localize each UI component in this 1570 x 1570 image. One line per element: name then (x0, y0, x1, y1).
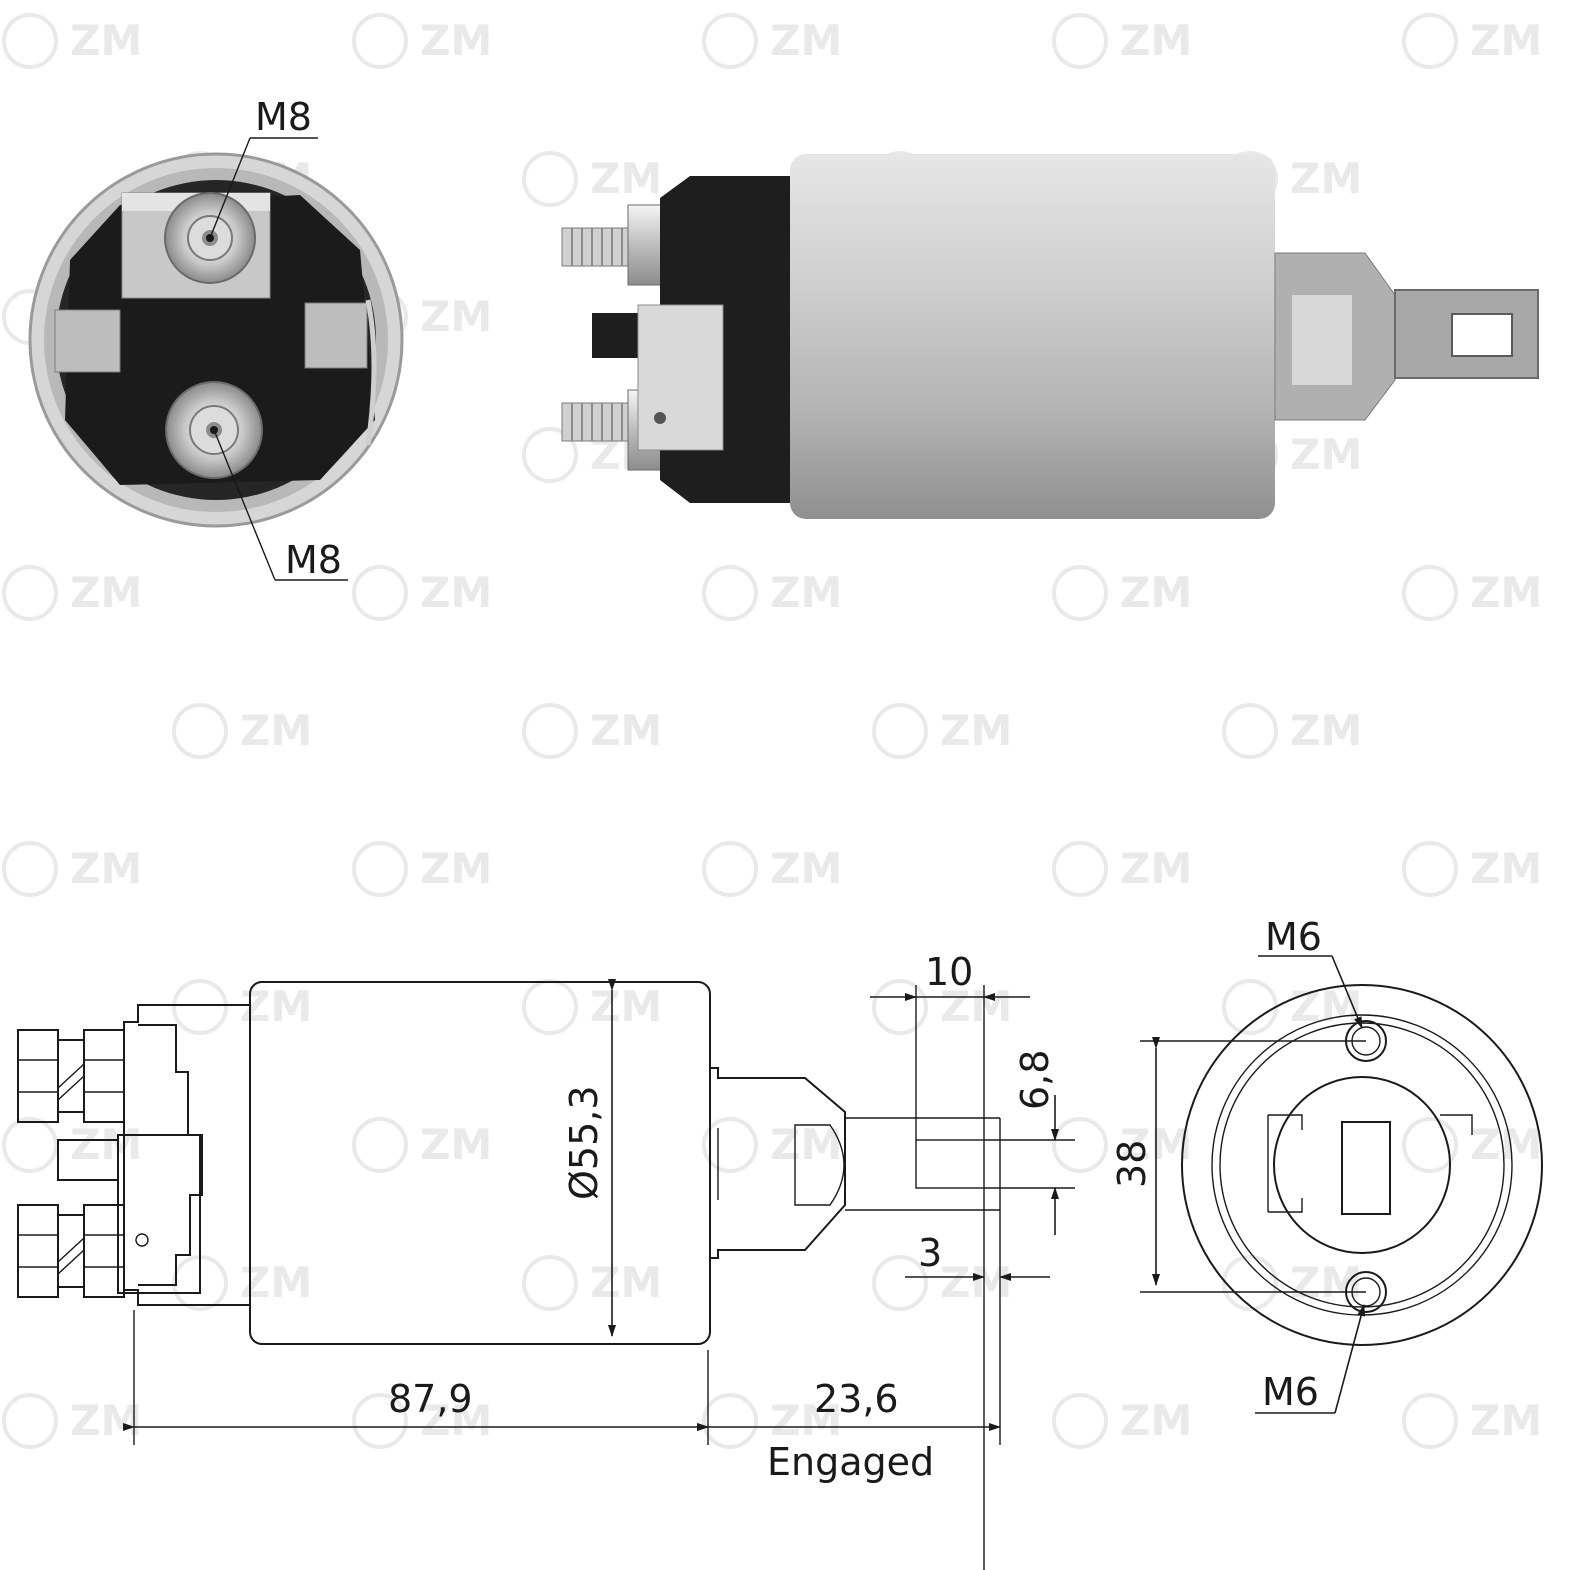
m8-top-callout: M8 (206, 95, 318, 242)
watermark-text: ZM (940, 706, 1012, 755)
watermark-logo-icon (1052, 565, 1108, 621)
m6-top-label: M6 (1265, 915, 1322, 959)
watermark-logo-icon (1402, 1393, 1458, 1449)
watermark-text: ZM (420, 568, 492, 617)
watermark-text: ZM (420, 1396, 492, 1445)
engaged-label: Engaged (767, 1440, 934, 1484)
m8-bottom-label: M8 (285, 538, 342, 582)
watermark-text: ZM (1470, 16, 1542, 65)
watermark-text: ZM (940, 982, 1012, 1031)
watermark-logo-icon (522, 427, 578, 483)
watermark-logo-icon (1222, 1255, 1278, 1311)
watermark-text: ZM (1470, 1396, 1542, 1445)
watermark-logo-icon (1402, 1117, 1458, 1173)
watermark-text: ZM (70, 568, 142, 617)
watermark-text: ZM (940, 1258, 1012, 1307)
diameter-label: Ø55,3 (562, 1085, 606, 1200)
watermark-text: ZM (420, 1120, 492, 1169)
end-view-drawing: 38 M6 M6 (1110, 915, 1543, 1414)
watermark-logo-icon (2, 565, 58, 621)
side-view-drawing (17, 981, 1001, 1345)
watermark-text: ZM (70, 1120, 142, 1169)
watermark-logo-icon (702, 841, 758, 897)
watermark-logo-icon (1052, 1393, 1108, 1449)
watermark-text: ZM (1290, 706, 1362, 755)
watermark-logo-icon (1402, 565, 1458, 621)
watermark-text: ZM (1470, 568, 1542, 617)
watermark-text: ZM (590, 706, 662, 755)
lever-width-label: 10 (925, 950, 973, 994)
watermark-text: ZM (1290, 1258, 1362, 1307)
watermark-logo-icon (172, 703, 228, 759)
watermark-text: ZM (1290, 430, 1362, 479)
end-view-photo (28, 152, 404, 528)
watermark-text: ZM (590, 982, 662, 1031)
m8-top-label: M8 (255, 95, 312, 139)
watermark-text: ZM (70, 1396, 142, 1445)
watermark-logo-icon (1052, 841, 1108, 897)
slot-height-label: 6,8 (1013, 1050, 1057, 1110)
watermark-logo-icon (2, 1117, 58, 1173)
watermark-text: ZM (420, 292, 492, 341)
watermark-logo-icon (1052, 1117, 1108, 1173)
watermark-text: ZM (240, 1258, 312, 1307)
mount-spacing-label: 38 (1110, 1140, 1154, 1188)
watermark-text: ZM (1120, 844, 1192, 893)
watermark-logo-icon (2, 841, 58, 897)
watermark-text: ZM (420, 844, 492, 893)
watermark-logo-icon (2, 13, 58, 69)
watermark-logo-icon (352, 841, 408, 897)
watermark-logo-icon (702, 1117, 758, 1173)
watermark-logo-icon (702, 565, 758, 621)
watermark-logo-icon (702, 13, 758, 69)
watermark-text: ZM (1120, 1396, 1192, 1445)
watermark-text: ZM (590, 1258, 662, 1307)
watermark-text: ZM (1470, 844, 1542, 893)
watermark-text: ZM (70, 844, 142, 893)
watermark-logo-icon (522, 703, 578, 759)
watermark-text: ZM (240, 706, 312, 755)
watermark-text: ZM (1120, 16, 1192, 65)
watermark-logo-icon (522, 979, 578, 1035)
dimension-lines: Ø55,3 87,9 23,6 Engaged 10 6,8 3 (123, 950, 1075, 1570)
watermark-logo-icon (1402, 13, 1458, 69)
watermark-logo-icon (1222, 703, 1278, 759)
watermark-text: ZM (70, 16, 142, 65)
watermark-text: ZM (590, 154, 662, 203)
m8-bottom-callout: M8 (210, 426, 348, 582)
watermark-logo-icon (522, 1255, 578, 1311)
stroke-length-label: 23,6 (814, 1377, 899, 1421)
watermark-text: ZM (770, 1396, 842, 1445)
watermark-logo-icon (352, 1117, 408, 1173)
watermark-text: ZM (770, 844, 842, 893)
watermark-logo-icon (522, 151, 578, 207)
watermark-logo-icon (352, 565, 408, 621)
watermark-logo-icon (352, 13, 408, 69)
watermark-logo-icon (1052, 13, 1108, 69)
watermark-logo-icon (702, 1393, 758, 1449)
watermark-text: ZM (1470, 1120, 1542, 1169)
watermark-text: ZM (770, 568, 842, 617)
watermark-logo-icon (1402, 841, 1458, 897)
watermark-text: ZM (1290, 154, 1362, 203)
slot-offset-label: 3 (918, 1231, 942, 1275)
side-view-photo (561, 154, 1539, 519)
watermark-logo-icon (2, 1393, 58, 1449)
m6-bottom-label: M6 (1262, 1370, 1319, 1414)
watermark-text: ZM (420, 16, 492, 65)
body-length-label: 87,9 (388, 1377, 473, 1421)
watermark-logo-icon (172, 979, 228, 1035)
watermark-text: ZM (770, 1120, 842, 1169)
watermark-text: ZM (1120, 568, 1192, 617)
watermark-logo-icon (352, 1393, 408, 1449)
watermark-text: ZM (240, 982, 312, 1031)
watermark-logo-icon (872, 703, 928, 759)
watermark-logo-icon (872, 1255, 928, 1311)
watermark-logo-icon (872, 979, 928, 1035)
watermark-text: ZM (770, 16, 842, 65)
